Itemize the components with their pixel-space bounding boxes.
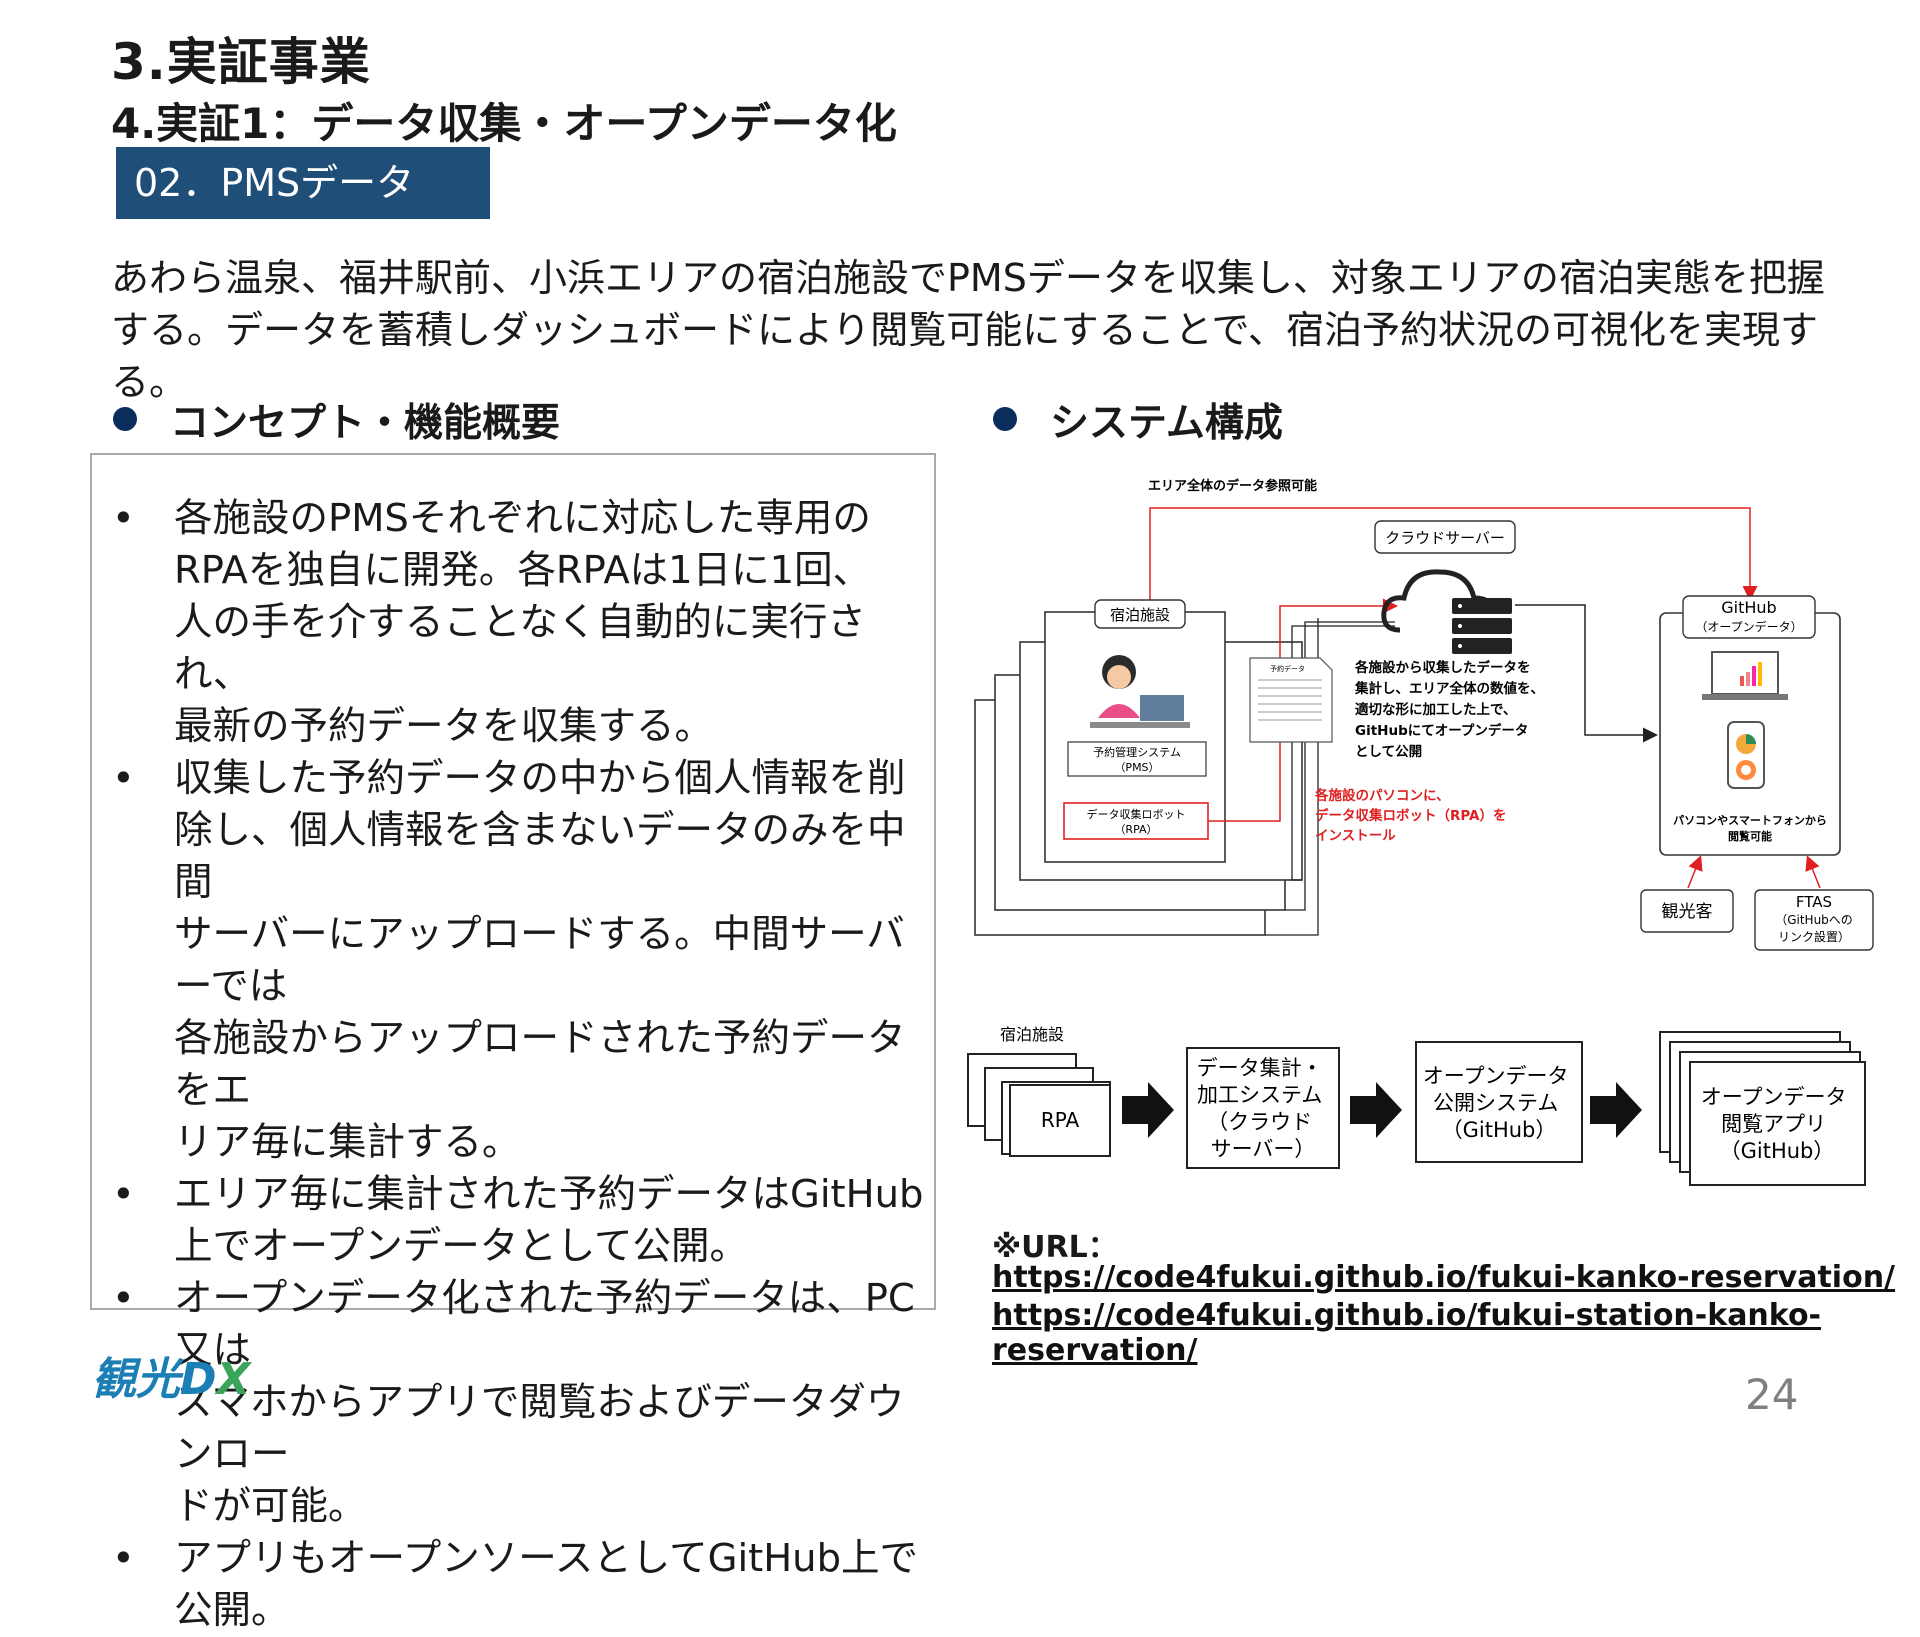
install-note: 各施設のパソコンに、 データ収集ロボット（RPA）を インストール [1314, 787, 1511, 844]
list-line: スマホからアプリで閲覧およびデータダウンロー [174, 1380, 905, 1477]
data-line [1285, 621, 1395, 911]
laptop-icon [1090, 695, 1190, 728]
smartphone-icon [1727, 721, 1765, 789]
bullet-mark: • [112, 1536, 135, 1581]
url-link-1[interactable]: https://code4fukui.github.io/fukui-kanko… [992, 1260, 1896, 1295]
list-line: 除し、個人情報を含まないデータのみを中間 [174, 808, 906, 905]
document-icon: 予約データ [1249, 657, 1333, 743]
flow-arrow-icon [1350, 1082, 1402, 1138]
flow-aggregation-label: データ集計・ 加工システム （クラウド サーバー） [1197, 1056, 1330, 1161]
section-title: 3.実証事業 [111, 33, 371, 91]
publish-line [1515, 604, 1658, 743]
heading-bullet-icon [993, 407, 1017, 431]
bullet-mark: • [112, 756, 135, 801]
flow-arrow-icon [1590, 1082, 1642, 1138]
github-tag [1682, 595, 1816, 639]
intro-line-2: する。データを蓄積しダッシュボードにより閲覧可能にすることで、宿泊予約状況の可視… [111, 308, 1818, 404]
pms-sublabel: （PMS） [1114, 761, 1159, 774]
flow-publish-label: オープンデータ 公開システム （GitHub） [1423, 1064, 1575, 1142]
heading-bullet-icon [113, 407, 137, 431]
flow-rpa-box [1009, 1084, 1111, 1157]
cloud-server-tag [1374, 520, 1516, 554]
slide-subtitle: 4.実証1：データ収集・オープンデータ化 [111, 99, 897, 148]
pc-icon [1702, 651, 1788, 700]
access-label: パソコンやスマートフォンから [1673, 814, 1827, 827]
system-heading: システム構成 [1050, 401, 1283, 446]
list-item: • 収集した予約データの中から個人情報を削 除し、個人情報を含まないデータのみを… [108, 753, 928, 1169]
bullet-mark: • [112, 496, 135, 541]
flow-rpa-label: RPA [1041, 1108, 1080, 1132]
flow-app-box [1689, 1061, 1866, 1186]
list-item: • アプリもオープンソースとしてGitHub上で公開。 [108, 1533, 928, 1637]
rpa-sublabel: （RPA） [1114, 823, 1157, 836]
flow-publish-box [1415, 1041, 1583, 1163]
list-line: 人の手を介することなく自動的に実行され、 [174, 600, 866, 697]
rpa-box [1063, 802, 1209, 840]
flow-app-label: オープンデータ 閲覧アプリ （GitHub） [1701, 1085, 1853, 1163]
rpa-label: データ収集ロボット [1087, 807, 1186, 821]
tourist-box [1640, 889, 1734, 933]
concept-heading: コンセプト・機能概要 [170, 401, 561, 446]
server-icon [1452, 598, 1512, 654]
ftas-arrow [1805, 855, 1821, 889]
list-line: 上でオープンデータとして公開。 [174, 1224, 749, 1269]
list-line: サーバーにアップロードする。中間サーバーでは [174, 912, 905, 1009]
data-line [1291, 625, 1395, 881]
bullet-mark: • [112, 1172, 135, 1217]
list-line: RPAを独自に開発。各RPAは1日に1回、 [174, 548, 872, 593]
list-line: ドが可能。 [174, 1484, 367, 1529]
page-number: 24 [1745, 1370, 1799, 1419]
intro-text: あわら温泉、福井駅前、小浜エリアの宿泊施設でPMSデータを収集し、対象エリアの宿… [111, 252, 1851, 408]
cloud-server-label: クラウドサーバー [1385, 529, 1505, 547]
bullet-mark: • [112, 1276, 135, 1321]
system-diagram: エリア全体のデータ参照可能 宿泊施設 予約管理システム （PMS） データ収集ロ… [967, 478, 1874, 1186]
list-line: アプリもオープンソースとしてGitHub上で公開。 [174, 1536, 919, 1633]
tourist-arrow [1687, 855, 1703, 889]
github-label: GitHub [1721, 598, 1776, 617]
pms-label: 予約管理システム [1093, 745, 1181, 759]
kanko-dx-logo: 観光DX [92, 1354, 251, 1405]
flow-aggregation-box [1186, 1047, 1340, 1169]
pms-box [1067, 741, 1207, 777]
concept-panel [90, 453, 936, 1310]
area-ref-line [1149, 507, 1758, 601]
list-line: エリア毎に集計された予約データはGitHub [174, 1172, 924, 1217]
cloud-description: 各施設から収集したデータを 集計し、エリア全体の数値を、 適切な形に加工した上で… [1354, 659, 1549, 760]
list-line: 各施設からアップロードされた予約データをエ [174, 1016, 906, 1113]
list-line: オープンデータ化された予約データは、PC又は [174, 1276, 915, 1373]
list-line: 最新の予約データを収集する。 [174, 704, 714, 749]
url-label: ※URL： [992, 1230, 1118, 1265]
ftas-sublabel: リンク設置） [1778, 929, 1850, 944]
github-sublabel: （オープンデータ） [1695, 619, 1802, 634]
list-line: リア毎に集計する。 [174, 1120, 521, 1165]
flow-facility-label: 宿泊施設 [1000, 1025, 1064, 1044]
operator-icon [1098, 655, 1140, 718]
list-line: 各施設のPMSそれぞれに対応した専用の [174, 496, 871, 541]
list-item: • エリア毎に集計された予約データはGitHub 上でオープンデータとして公開。 [108, 1169, 928, 1273]
list-item: • 各施設のPMSそれぞれに対応した専用の RPAを独自に開発。各RPAは1日に… [108, 493, 928, 753]
ftas-label: FTAS [1796, 893, 1832, 911]
facility-tag [1094, 599, 1186, 629]
intro-line-1: あわら温泉、福井駅前、小浜エリアの宿泊施設でPMSデータを収集し、対象エリアの宿… [111, 256, 1825, 300]
url-link-2[interactable]: https://code4fukui.github.io/fukui-stati… [992, 1298, 1821, 1368]
list-line: 収集した予約データの中から個人情報を削 [174, 756, 906, 801]
ftas-sublabel: （GitHubへの [1775, 913, 1853, 927]
tourist-label: 観光客 [1662, 902, 1713, 922]
svg-text:予約データ: 予約データ [1270, 664, 1305, 673]
area-ref-label: エリア全体のデータ参照可能 [1148, 478, 1317, 494]
flow-arrow-icon [1122, 1082, 1174, 1138]
ftas-box [1754, 889, 1874, 951]
topic-badge: 02．PMSデータ [116, 147, 490, 219]
access-sublabel: 閲覧可能 [1728, 829, 1772, 843]
facility-tag-label: 宿泊施設 [1110, 606, 1170, 624]
concept-list: • 各施設のPMSそれぞれに対応した専用の RPAを独自に開発。各RPAは1日に… [108, 493, 928, 1637]
